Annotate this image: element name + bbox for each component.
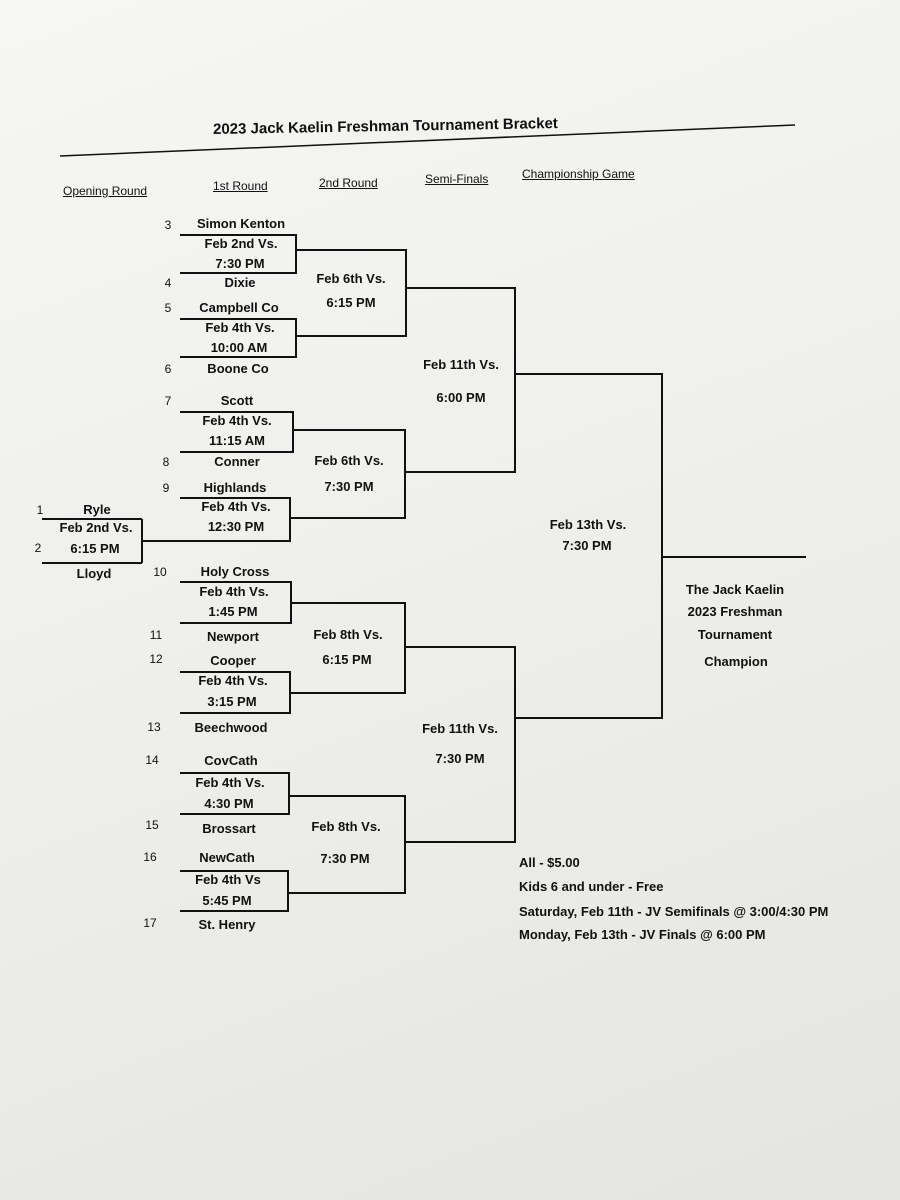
champion-label: The Jack Kaelin [685,582,785,597]
round-header-championship: Championship Game [522,167,635,181]
game-time: 10:00 AM [210,340,268,355]
seed-number: 12 [149,652,163,666]
seed-number: 13 [147,720,161,734]
game-time: 6:00 PM [436,390,486,405]
game-date: Feb 4th Vs. [202,413,272,428]
seed-number: 10 [153,565,167,579]
game-time: 7:30 PM [324,479,374,494]
team-name: St. Henry [198,917,256,932]
seed-number: 6 [164,362,172,376]
seed-number: 16 [143,850,157,864]
game-date: Feb 6th Vs. [316,271,386,286]
team-name: Highlands [203,480,267,495]
game-time: 4:30 PM [204,796,254,811]
team-name: Brossart [202,821,256,836]
seed-number: 2 [34,541,42,555]
seed-number: 7 [164,394,172,408]
game-date: Feb 13th Vs. [549,517,627,532]
round-header-1st: 1st Round [213,179,268,193]
seed-number: 9 [162,481,170,495]
round-header-semifinals: Semi-Finals [425,172,489,186]
team-name: Boone Co [207,361,269,376]
team-name: Scott [220,393,254,408]
champion-label: Tournament [697,627,773,642]
game-time: 7:30 PM [562,538,612,553]
seed-number: 8 [162,455,170,469]
game-date: Feb 4th Vs. [199,584,269,599]
seed-number: 14 [145,753,159,767]
team-name: Campbell Co [199,300,279,315]
round-header-opening: Opening Round [63,184,148,198]
game-time: 6:15 PM [70,541,120,556]
team-name: Conner [214,454,260,469]
team-name: Simon Kenton [196,216,286,231]
game-time: 6:15 PM [326,295,376,310]
team-name: Holy Cross [200,564,270,579]
game-date: Feb 4th Vs. [198,673,268,688]
team-name: Newport [207,629,259,644]
game-time: 7:30 PM [215,256,265,271]
round-header-2nd: 2nd Round [319,176,378,190]
schedule-note: Saturday, Feb 11th - JV Semifinals @ 3:0… [519,904,829,919]
game-time: 3:15 PM [207,694,257,709]
seed-number: 1 [36,503,44,517]
team-name: Ryle [83,502,111,517]
champion-label: Champion [704,654,768,669]
seed-number: 5 [164,301,172,315]
game-date: Feb 4th Vs. [201,499,271,514]
admission-note: All - $5.00 [519,855,580,870]
seed-number: 3 [164,218,172,232]
game-date: Feb 4th Vs. [205,320,275,335]
game-time: 7:30 PM [320,851,370,866]
game-time: 6:15 PM [322,652,372,667]
team-name: Cooper [210,653,256,668]
champion-label: 2023 Freshman [687,604,783,619]
game-date: Feb 4th Vs. [195,775,265,790]
game-date: Feb 2nd Vs. [204,236,278,251]
game-date: Feb 11th Vs. [423,357,499,372]
seed-number: 17 [143,916,157,930]
team-name: Dixie [224,275,256,290]
team-name: Lloyd [76,566,112,581]
game-date: Feb 4th Vs [195,872,261,887]
seed-number: 15 [145,818,159,832]
game-time: 1:45 PM [208,604,258,619]
team-name: CovCath [204,753,258,768]
game-time: 12:30 PM [207,519,265,534]
game-time: 11:15 AM [209,433,265,448]
game-time: 7:30 PM [435,751,485,766]
admission-note: Kids 6 and under - Free [519,879,664,894]
team-name: NewCath [199,850,255,865]
game-date: Feb 2nd Vs. [59,520,133,535]
schedule-note: Monday, Feb 13th - JV Finals @ 6:00 PM [519,927,766,942]
game-date: Feb 11th Vs. [422,721,498,736]
game-date: Feb 8th Vs. [313,627,383,642]
game-time: 5:45 PM [202,893,252,908]
game-date: Feb 6th Vs. [314,453,384,468]
seed-number: 4 [164,276,172,290]
seed-number: 11 [149,628,163,642]
game-date: Feb 8th Vs. [311,819,381,834]
team-name: Beechwood [194,720,268,735]
